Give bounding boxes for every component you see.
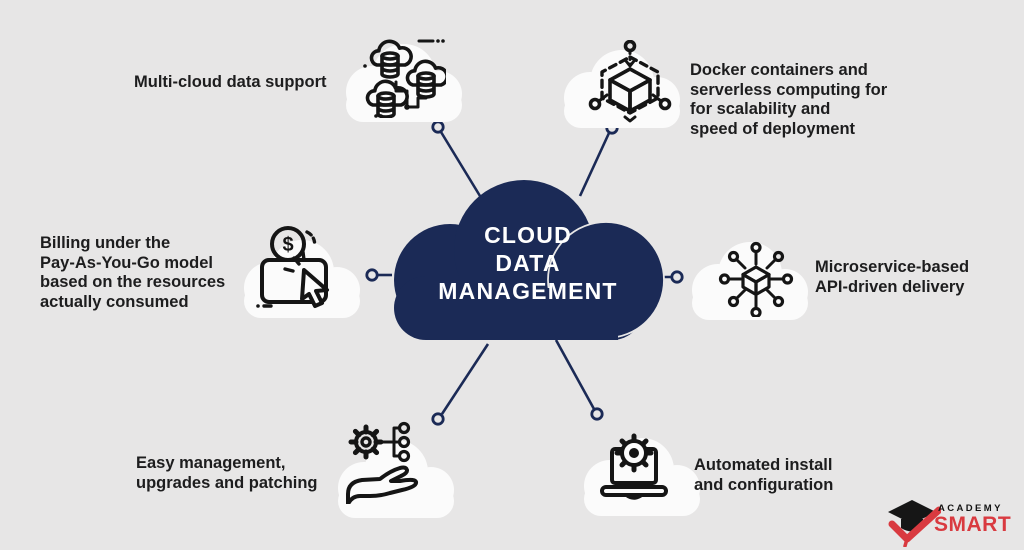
microservices-icon [718,241,794,317]
connector-top-left [431,120,482,197]
connector-bottom-left [431,343,490,426]
icon-cloud-microservices [692,242,808,320]
label-multi-cloud: Multi-cloud data support [134,73,327,91]
logo-academy-text: ACADEMY [938,503,1003,514]
label-docker: Docker containers and serverless computi… [690,61,888,138]
dollar-sign: $ [282,234,293,256]
logo-smart-text: SMART [934,513,1012,536]
label-automation: Automated install and configuration [694,456,834,494]
connector-bottom-right [554,339,604,421]
connector-left [365,268,392,282]
hand-gear-icon [346,421,419,504]
label-microservices: Microservice-based API-driven delivery [815,258,970,296]
diagram-title: CLOUD DATA MANAGEMENT [438,222,618,304]
label-billing: Billing under the Pay-As-You-Go model ba… [40,234,226,311]
laptop-gear-icon [600,433,668,500]
academy-smart-logo: ACADEMY SMART [883,497,1021,547]
label-management: Easy management, upgrades and patching [136,454,318,492]
graduation-cap-icon [888,500,941,547]
central-cloud [394,180,665,340]
containers-cube-icon [588,40,672,123]
pay-per-use-icon: $ [256,226,329,308]
multi-cloud-data-icon [363,39,446,118]
